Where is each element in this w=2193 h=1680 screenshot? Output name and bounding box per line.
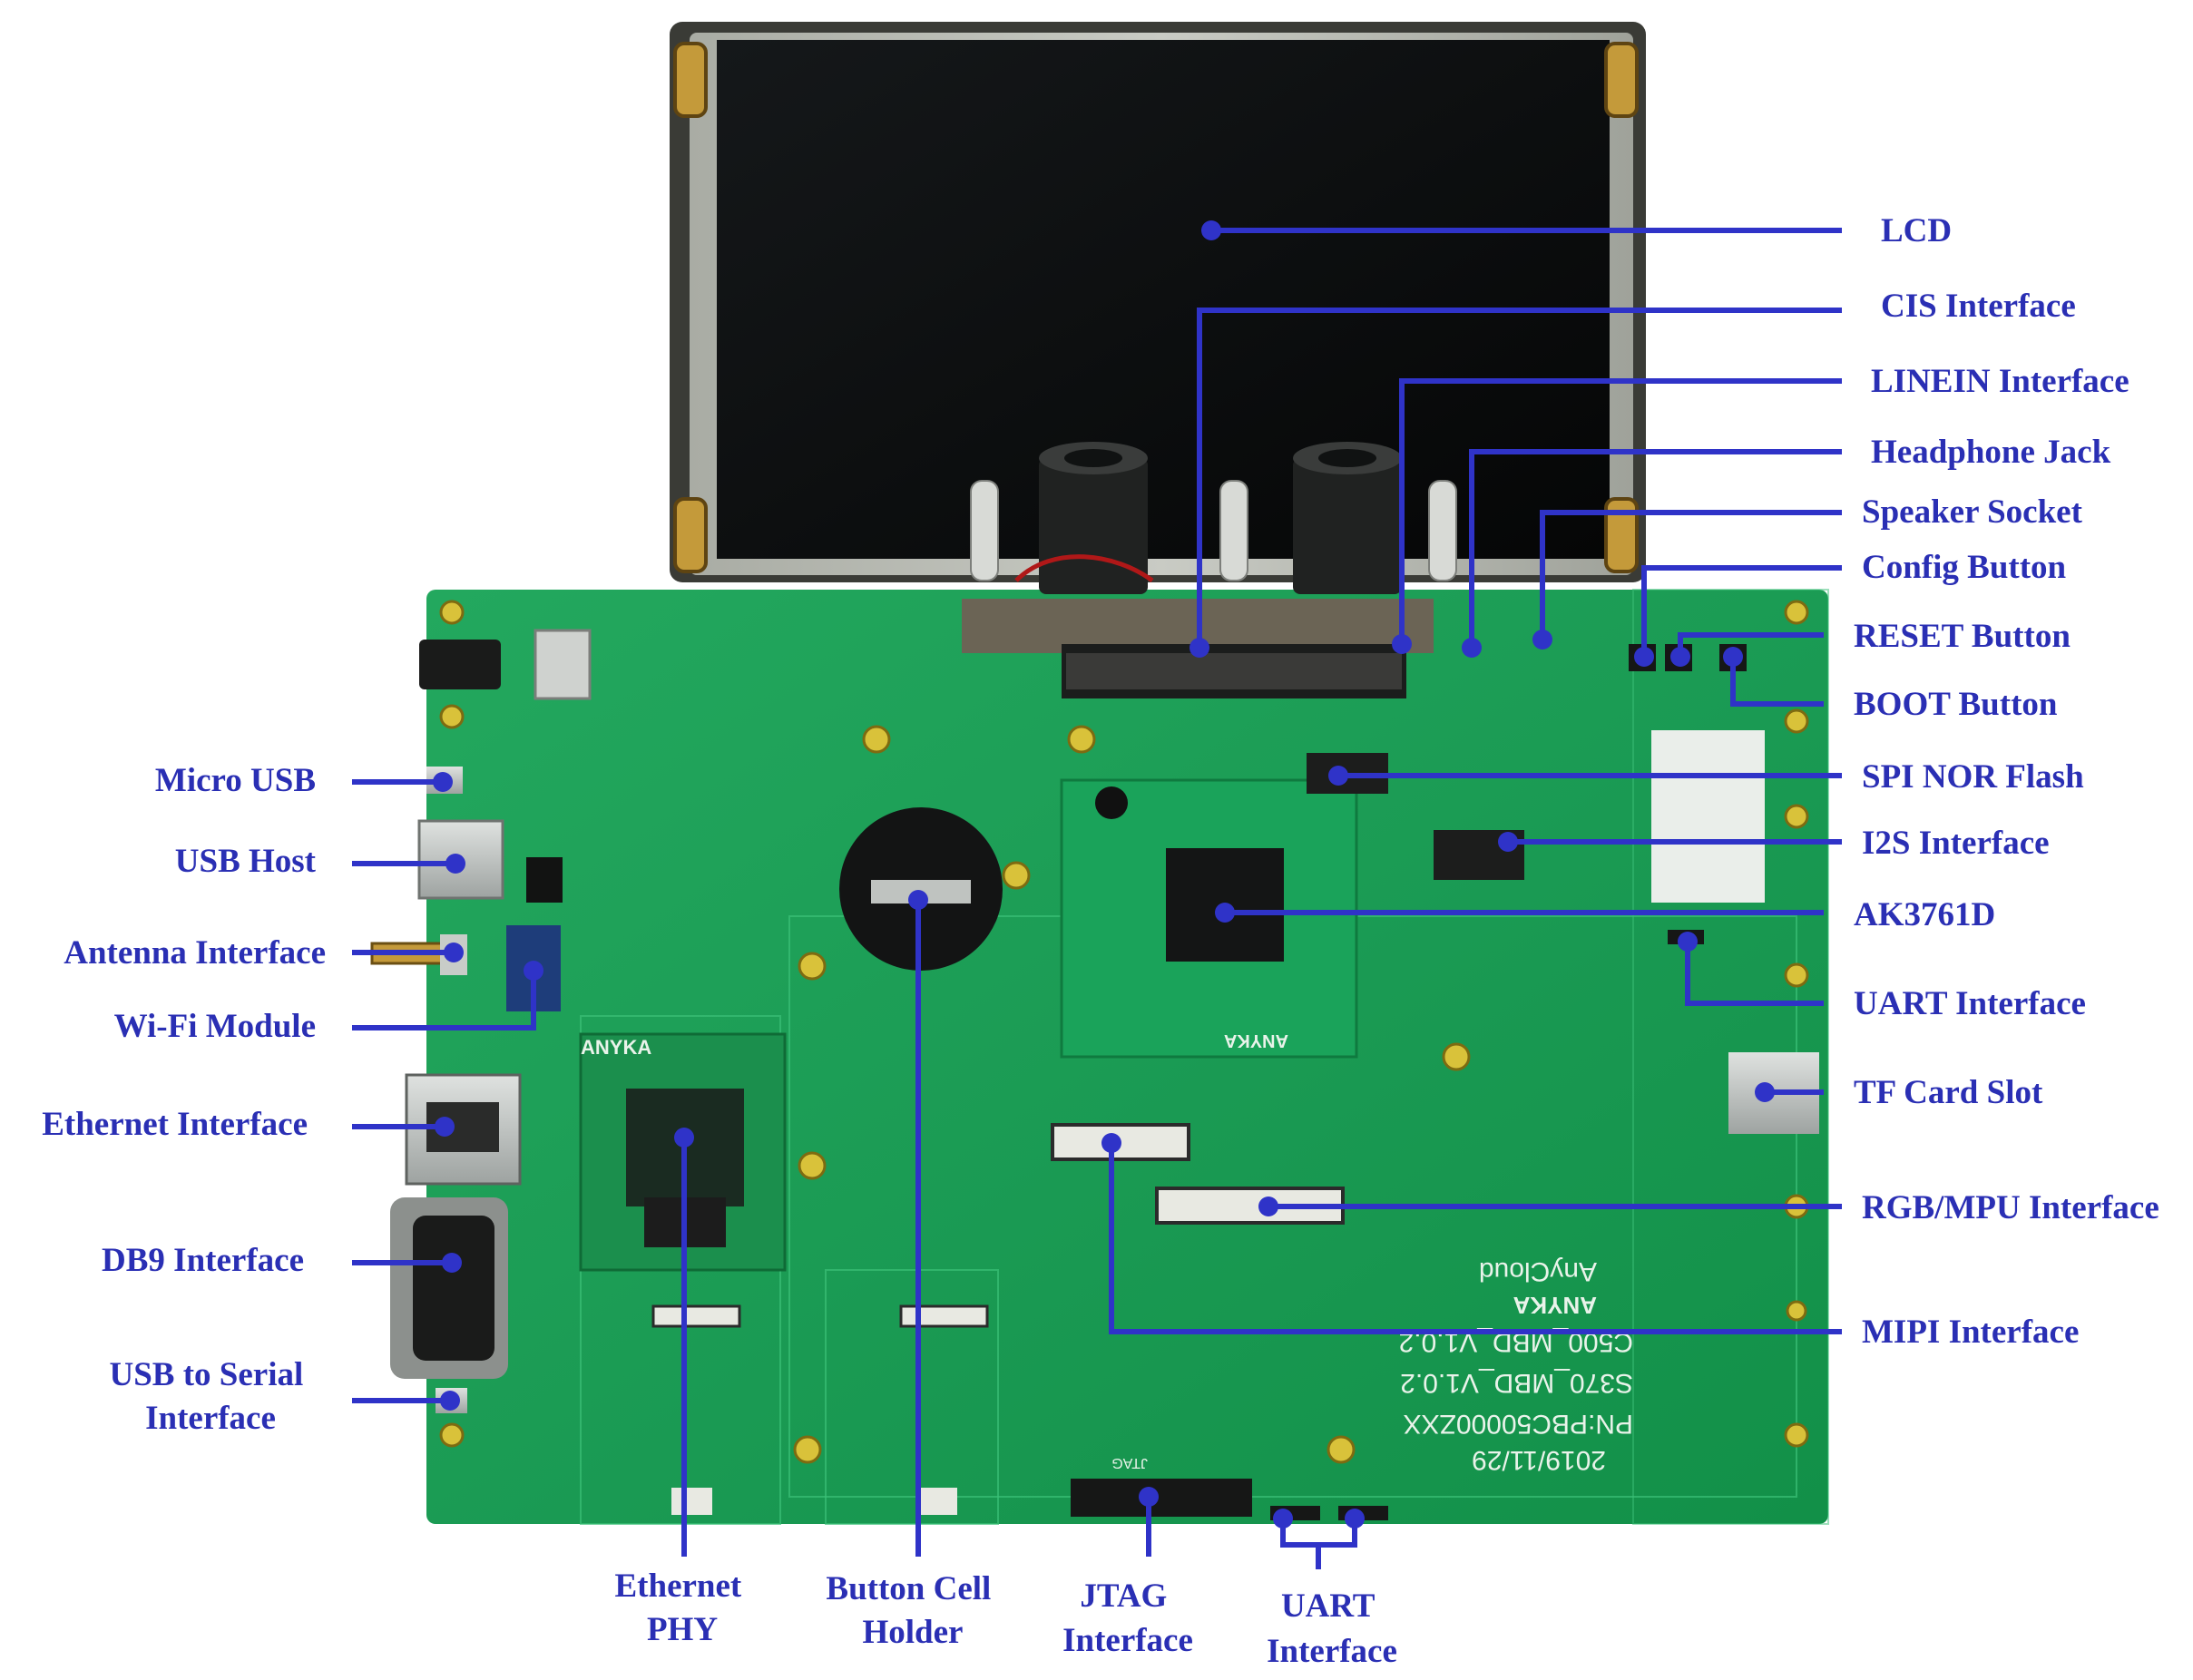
label-ak3761d: AK3761D <box>1854 896 1995 933</box>
leader-dot-lcd <box>1201 220 1221 240</box>
date-text: 2019/11/29 <box>1472 1445 1606 1475</box>
lcd-panel <box>670 22 1646 582</box>
label-tf-card-slot: TF Card Slot <box>1854 1074 2043 1111</box>
label-wifi-module: Wi-Fi Module <box>114 1008 316 1045</box>
vendor-text: AnyCloud <box>1479 1256 1597 1286</box>
label-mipi-interface: MIPI Interface <box>1862 1314 2079 1351</box>
leader-wifi <box>352 971 536 1030</box>
label-config-button: Config Button <box>1862 549 2067 586</box>
label-micro-usb: Micro USB <box>155 762 316 799</box>
label-speaker-socket: Speaker Socket <box>1862 493 2083 531</box>
label-antenna-interface: Antenna Interface <box>64 934 326 972</box>
label-reset-button: RESET Button <box>1854 618 2071 655</box>
camera-lens-left <box>1039 442 1148 594</box>
leader-dot-ak3761d <box>1215 903 1235 923</box>
labels-left: Micro USB USB Host Antenna Interface Wi-… <box>42 762 326 1437</box>
label-uart-bottom-line2: Interface <box>1267 1633 1397 1670</box>
leader-mipi <box>1109 1143 1842 1334</box>
label-button-cell-line1: Button Cell <box>826 1570 991 1607</box>
label-linein-interface: LINEIN Interface <box>1871 363 2129 400</box>
leader-dot-uart-bottom <box>1273 1509 1293 1529</box>
label-cis-interface: CIS Interface <box>1881 288 2076 325</box>
label-lcd: LCD <box>1881 212 1952 249</box>
label-boot-button: BOOT Button <box>1854 686 2058 723</box>
leader-dot-wifi <box>524 961 543 981</box>
module-brand-text: ANYKA <box>1224 1030 1288 1050</box>
leader-dot-ethernet-phy <box>674 1128 694 1148</box>
leader-speaker <box>1540 510 1842 640</box>
leader-dot-usb-host <box>445 854 465 874</box>
leader-config <box>1641 565 1842 657</box>
label-jtag-line1: JTAG <box>1080 1577 1167 1615</box>
leader-dot-boot <box>1723 647 1743 667</box>
label-usb-to-serial-line1: USB to Serial <box>109 1356 303 1393</box>
leader-dot-linein <box>1392 634 1412 654</box>
leader-linein <box>1399 378 1842 644</box>
leader-dot-ethernet <box>435 1117 455 1137</box>
label-spi-nor-flash: SPI NOR Flash <box>1862 758 2084 796</box>
button-cell-holder-graphic <box>839 807 1003 971</box>
label-jtag-line2: Interface <box>1062 1622 1193 1659</box>
jtag-silk-text: JTAG <box>1111 1455 1148 1470</box>
leader-dot-config <box>1634 647 1654 667</box>
leader-dot-rgb-mpu <box>1258 1197 1278 1216</box>
leader-dot-reset <box>1670 647 1690 667</box>
label-uart-interface-bottom: UART Interface <box>1267 1587 1397 1670</box>
label-rgb-mpu-interface: RGB/MPU Interface <box>1862 1189 2159 1226</box>
label-usb-to-serial-line2: Interface <box>145 1400 276 1437</box>
part-number-text: PN:PBC50000ZXX <box>1404 1409 1633 1439</box>
labels-right: LCD CIS Interface LINEIN Interface Headp… <box>1854 212 2159 1351</box>
leader-dot-i2s <box>1498 832 1518 852</box>
leader-dot-mipi <box>1101 1133 1121 1153</box>
leader-dot-uart-right <box>1678 932 1698 952</box>
leader-cis <box>1197 308 1842 648</box>
leader-dot-uart-bottom-2 <box>1345 1509 1365 1529</box>
label-jtag-interface: JTAG Interface <box>1062 1577 1193 1659</box>
label-ethernet-phy-line2: PHY <box>647 1611 718 1648</box>
labels-bottom: Ethernet PHY Button Cell Holder JTAG Int… <box>615 1568 1397 1670</box>
leader-dot-antenna <box>444 943 464 962</box>
leader-dot-cis <box>1190 638 1209 658</box>
leader-dot-tf-card <box>1755 1082 1775 1102</box>
leader-boot <box>1730 657 1824 707</box>
label-uart-bottom-line1: UART <box>1281 1587 1376 1625</box>
label-usb-host: USB Host <box>175 843 317 880</box>
leader-dot-headphone <box>1462 638 1482 658</box>
leader-dot-speaker <box>1532 630 1552 650</box>
label-uart-interface-right: UART Interface <box>1854 985 2086 1022</box>
label-button-cell-line2: Holder <box>863 1614 964 1651</box>
vendor-brand-text: ANYKA <box>1513 1292 1597 1319</box>
leader-dot-jtag <box>1139 1487 1159 1507</box>
version-1-text: S370_MBD_V1.0.2 <box>1400 1368 1633 1398</box>
label-headphone-jack: Headphone Jack <box>1871 434 2111 471</box>
leader-uart-right <box>1685 942 1824 1006</box>
leader-dot-usb-serial <box>440 1391 460 1411</box>
camera-lens-right <box>1293 442 1402 594</box>
leader-dot-spi-nor <box>1328 766 1348 786</box>
label-ethernet-phy: Ethernet PHY <box>615 1568 750 1648</box>
label-ethernet-phy-line1: Ethernet <box>615 1568 742 1605</box>
label-i2s-interface: I2S Interface <box>1862 825 2050 862</box>
chip-brand-text: ANYKA <box>581 1036 651 1059</box>
leader-headphone <box>1469 449 1842 648</box>
leader-dot-button-cell <box>908 890 928 910</box>
label-button-cell-holder: Button Cell Holder <box>826 1570 999 1651</box>
pcb-board <box>370 442 1829 1525</box>
leader-dot-db9 <box>442 1253 462 1273</box>
leader-dot-micro-usb <box>433 772 453 792</box>
label-usb-to-serial-interface: USB to Serial Interface <box>109 1356 311 1437</box>
label-db9-interface: DB9 Interface <box>102 1242 304 1279</box>
label-ethernet-interface: Ethernet Interface <box>42 1106 308 1143</box>
leader-dots <box>433 220 1775 1529</box>
